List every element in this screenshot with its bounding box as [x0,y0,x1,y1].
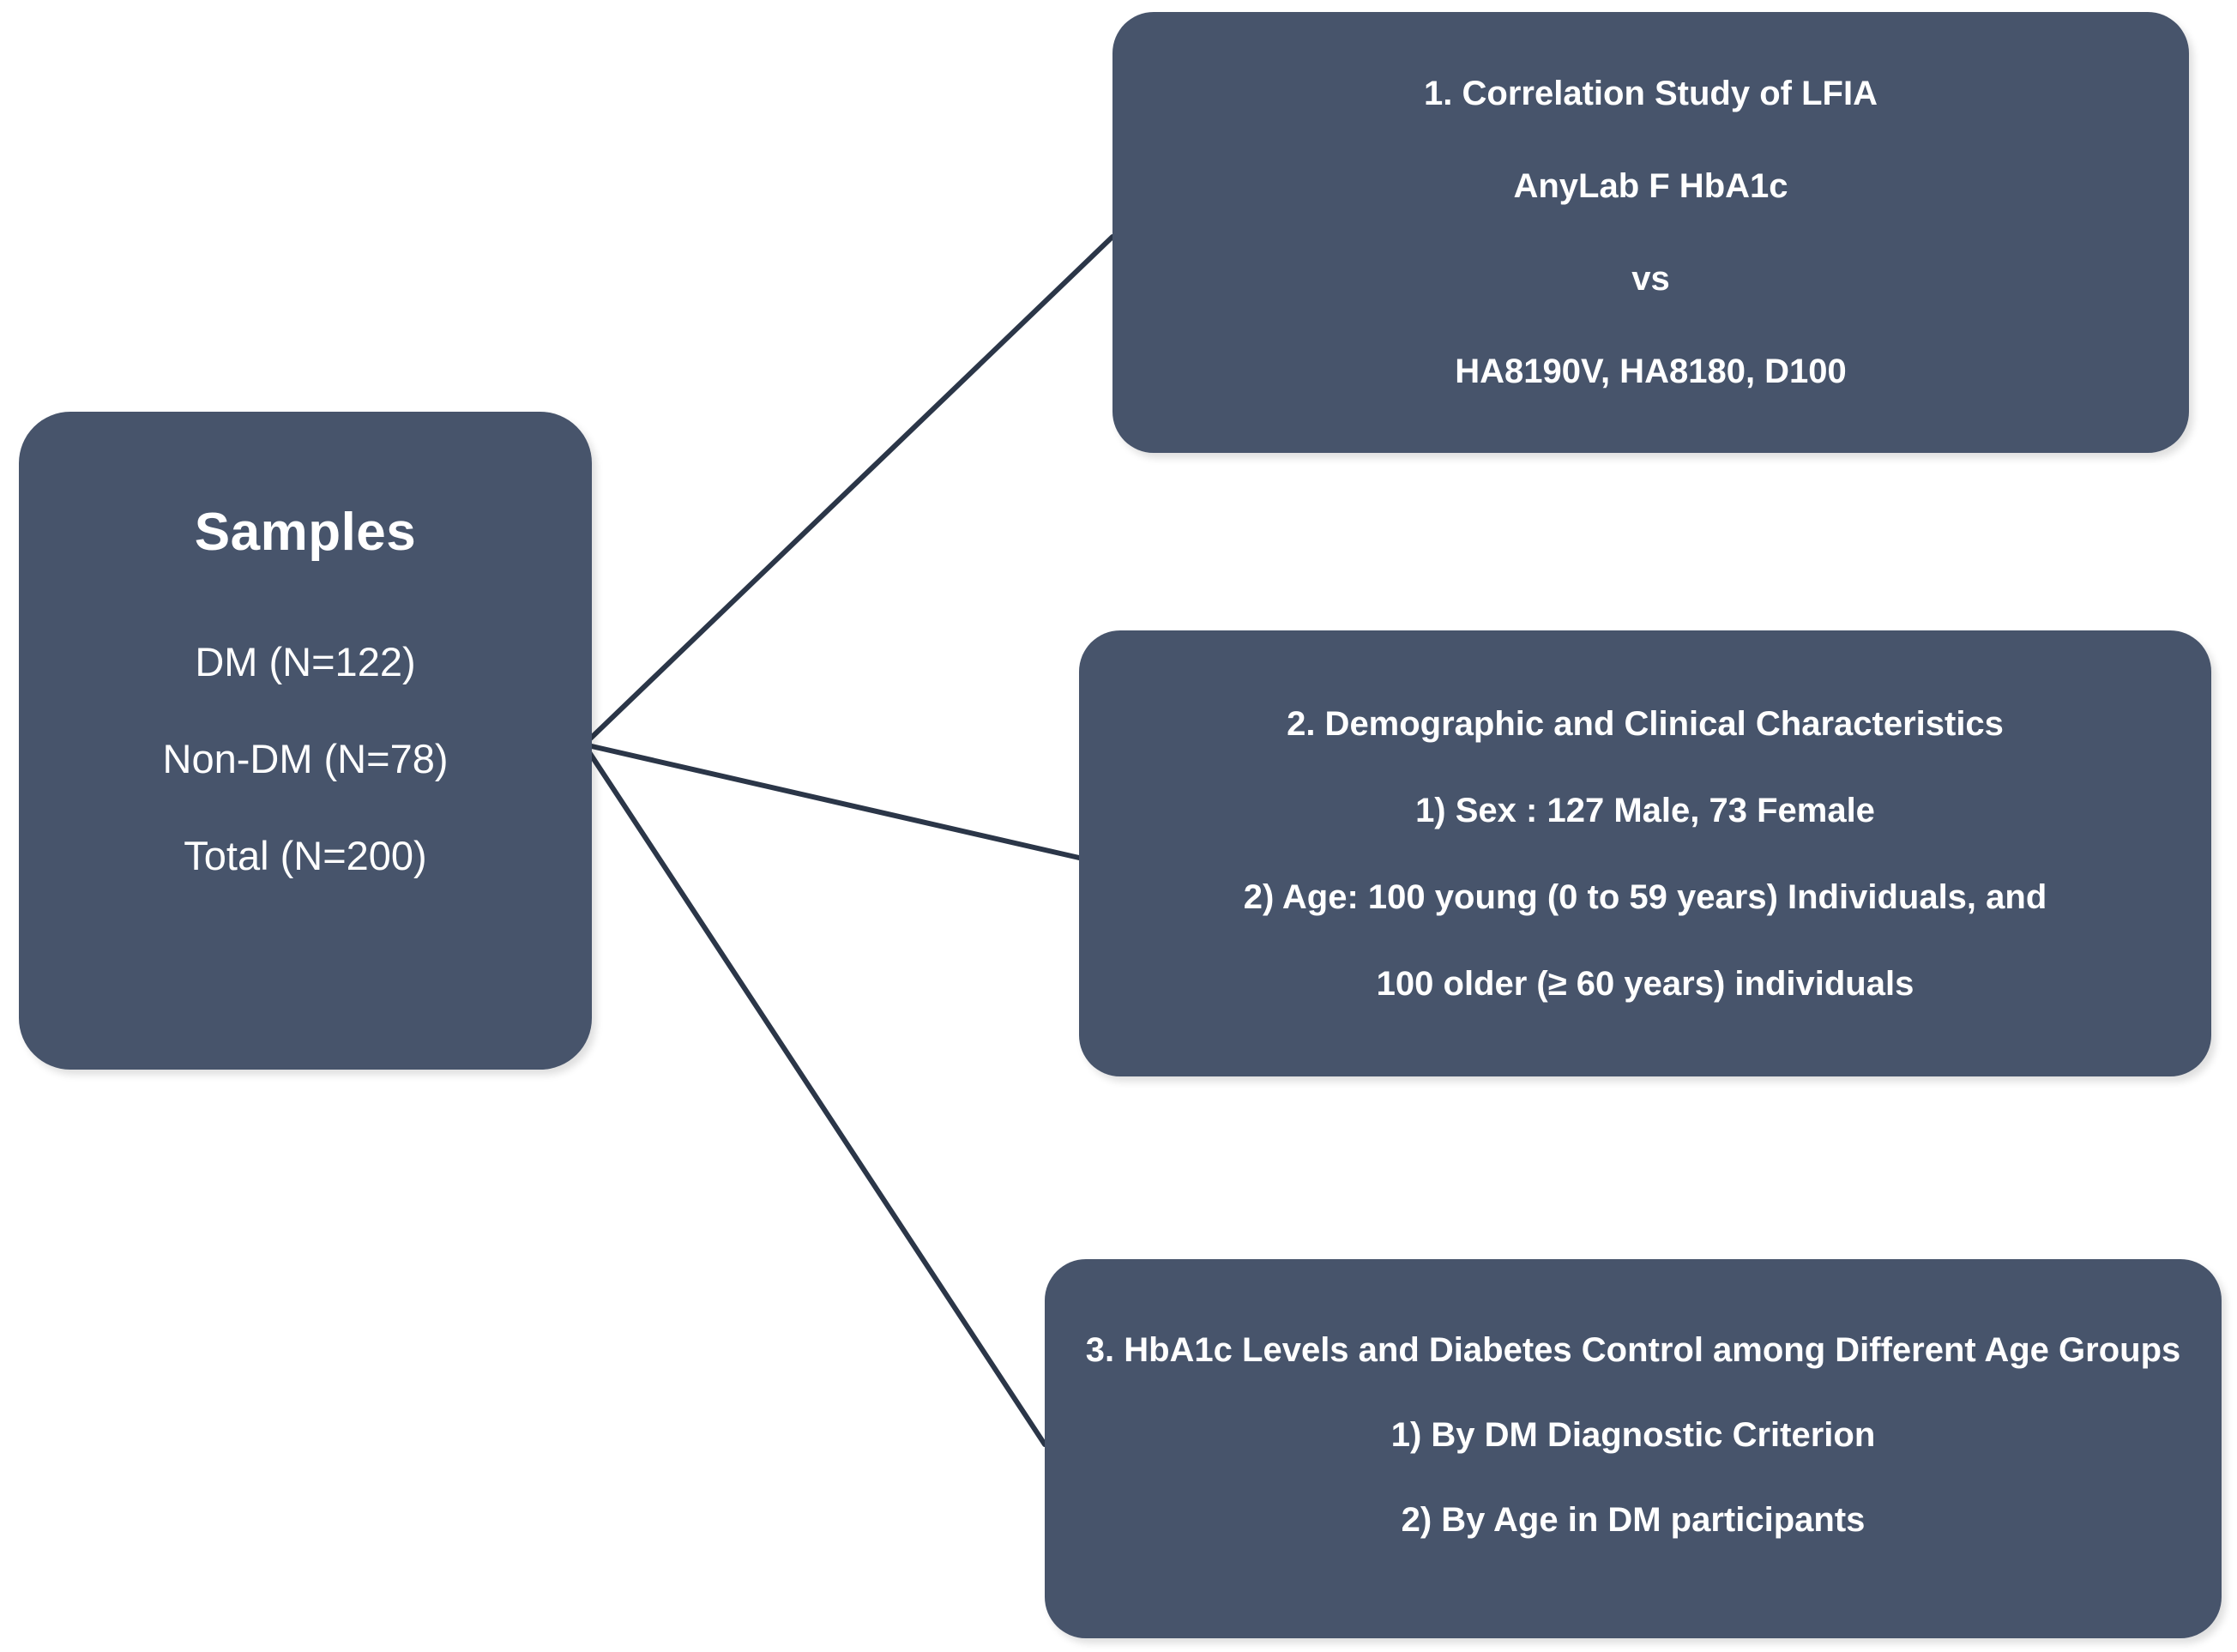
branch-1-line-3: vs [1631,260,1670,298]
connector-to-branch-1 [582,234,1115,747]
branch-3-line-1: 3. HbA1c Levels and Diabetes Control amo… [1085,1331,2181,1369]
branch-2-line-2: 1) Sex : 127 Male, 73 Female [1415,791,1875,829]
connector-to-branch-2 [582,742,1082,860]
branch-1-line-1: 1. Correlation Study of LFIA [1424,75,1878,112]
branch-2-line-1: 2. Demographic and Clinical Characterist… [1287,704,2004,743]
node-correlation-study: 1. Correlation Study of LFIA AnyLab F Hb… [1112,12,2189,453]
node-samples: Samples DM (N=122) Non-DM (N=78) Total (… [19,412,592,1070]
branch-3-line-3: 2) By Age in DM participants [1401,1501,1866,1539]
branch-1-line-2: AnyLab F HbA1c [1513,167,1788,205]
branch-1-line-4: HA8190V, HA8180, D100 [1455,353,1847,390]
branch-3-line-2: 1) By DM Diagnostic Criterion [1390,1416,1876,1454]
branch-2-line-4: 100 older (≥ 60 years) individuals [1376,964,1914,1003]
connector-to-branch-3 [582,742,1047,1447]
node-samples-title: Samples [194,503,417,562]
node-samples-line-total: Total (N=200) [184,833,427,878]
node-hba1c-levels-age-groups: 3. HbA1c Levels and Diabetes Control amo… [1045,1259,2222,1638]
branch-2-line-3: 2) Age: 100 young (0 to 59 years) Indivi… [1243,877,2047,916]
node-samples-line-non-dm: Non-DM (N=78) [162,736,449,781]
node-demographic-characteristics: 2. Demographic and Clinical Characterist… [1079,630,2211,1076]
node-samples-line-dm: DM (N=122) [195,639,416,684]
